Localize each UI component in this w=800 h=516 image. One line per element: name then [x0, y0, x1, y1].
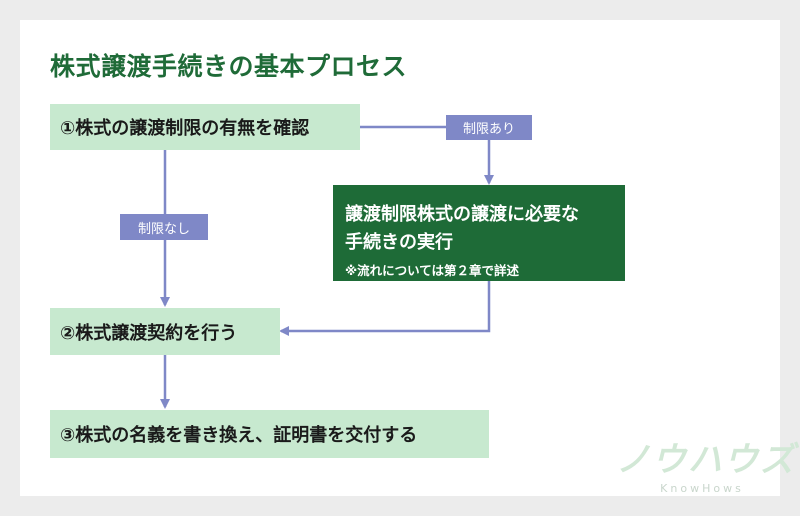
- step1-label: ①株式の譲渡制限の有無を確認: [60, 118, 310, 139]
- tag-with-restriction-label: 制限あり: [462, 122, 515, 137]
- step1-box: ①株式の譲渡制限の有無を確認: [50, 104, 360, 150]
- logo-text: ノウハウズ: [616, 440, 796, 480]
- tag-with-restriction: 制限あり: [446, 115, 532, 140]
- step2-box: ②株式譲渡契約を行う: [50, 308, 280, 355]
- step3-box: ③株式の名義を書き換え、証明書を交付する: [50, 410, 489, 458]
- restricted-transfer-box: 譲渡制限株式の譲渡に必要な 手続きの実行 ※流れについては第２章で詳述: [333, 185, 625, 281]
- restricted-box-line1: 譲渡制限株式の譲渡に必要な: [345, 204, 579, 225]
- restricted-box-note: ※流れについては第２章で詳述: [345, 263, 520, 278]
- step3-label: ③株式の名義を書き換え、証明書を交付する: [60, 425, 418, 446]
- restricted-box-line2: 手続きの実行: [345, 232, 453, 253]
- arrow-return-path: [279, 281, 491, 336]
- knowhows-logo: ノウハウズ KnowHows: [616, 440, 796, 504]
- tag-without-restriction: 制限なし: [120, 214, 208, 240]
- diagram-title: 株式譲渡手続きの基本プロセス: [50, 52, 408, 81]
- tag-without-restriction-label: 制限なし: [137, 221, 190, 237]
- step2-label: ②株式譲渡契約を行う: [60, 322, 238, 344]
- logo-subtext: KnowHows: [660, 482, 744, 495]
